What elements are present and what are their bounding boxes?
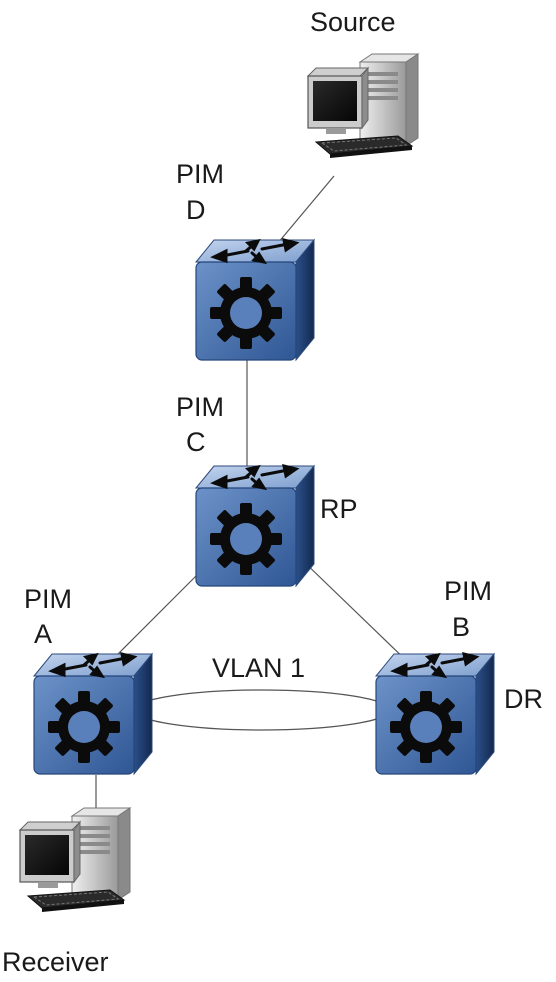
pim-b-label-line1: PIM [444, 576, 492, 606]
router-pim-d-icon [194, 238, 316, 362]
pim-a-label-line1: PIM [24, 584, 72, 614]
vlan-1-segment [133, 689, 391, 731]
router-pim-c-icon [194, 464, 316, 588]
link-pim-c-pim-b [299, 557, 413, 667]
receiver-label: Receiver [2, 947, 109, 977]
pim-b-label-line2: B [452, 612, 470, 642]
receiver-computer-icon [19, 807, 131, 913]
pim-c-label-line2: C [186, 427, 206, 457]
dr-label: DR [504, 684, 543, 714]
pim-d-label-line1: PIM [176, 159, 224, 189]
pim-c-label-line1: PIM [176, 392, 224, 422]
router-pim-b-icon [374, 652, 496, 776]
link-pim-c-pim-a [107, 559, 213, 665]
source-label: Source [310, 7, 396, 37]
vlan-1-label: VLAN 1 [212, 653, 305, 683]
source-computer-icon [307, 53, 419, 159]
router-pim-a-icon [32, 652, 154, 776]
rp-label: RP [320, 494, 358, 524]
pim-a-label-line2: A [34, 619, 52, 649]
pim-d-label-line2: D [186, 195, 206, 225]
